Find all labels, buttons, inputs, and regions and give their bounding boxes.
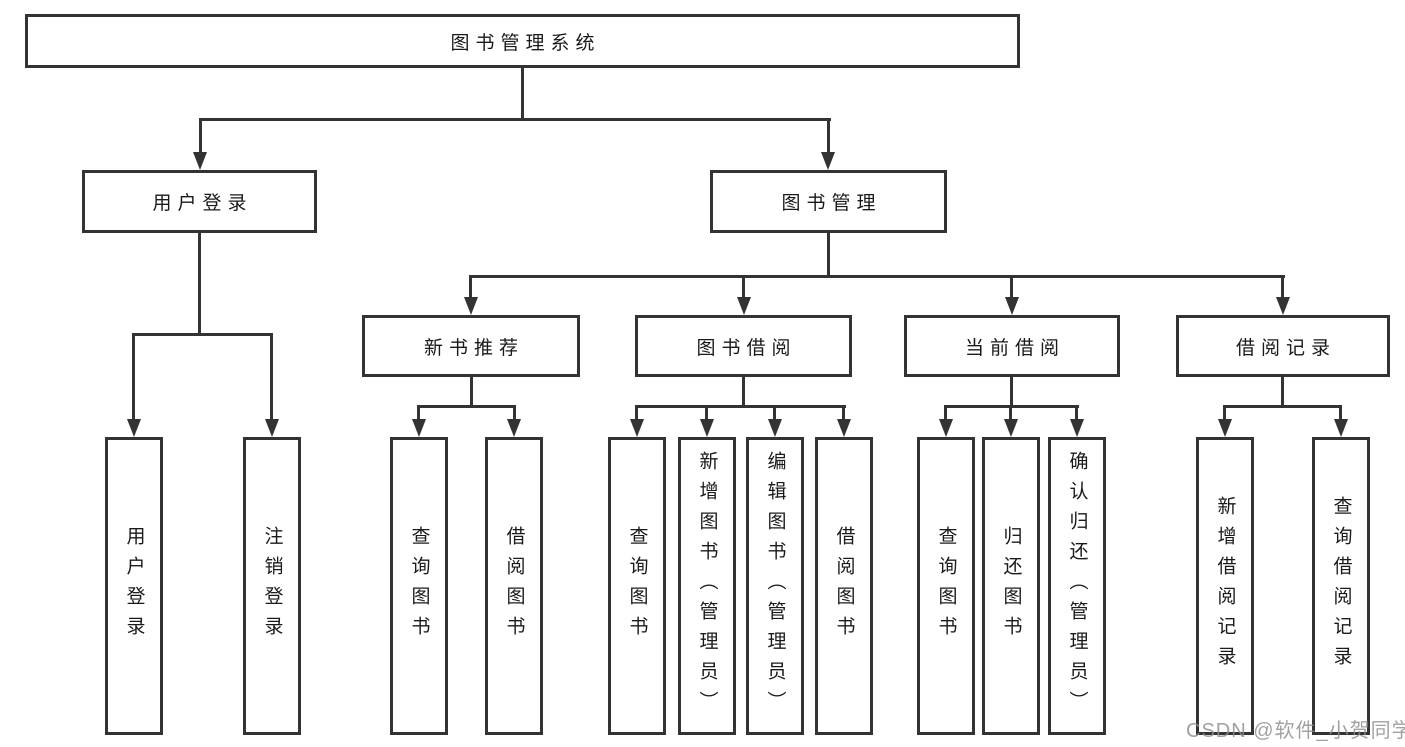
down-arrow-icon <box>507 419 521 437</box>
connector-line <box>470 275 1285 278</box>
leaf-logout: 注销登录 <box>243 437 301 735</box>
connector-line <box>1281 275 1284 301</box>
connector-line <box>1010 375 1013 407</box>
node-book-borrowing: 图书借阅 <box>635 315 852 377</box>
node-label: 新增图书（管理员） <box>696 451 718 721</box>
leaf-borrow-books-recommend: 借阅图书 <box>485 437 543 735</box>
down-arrow-icon <box>193 152 207 170</box>
node-user-login: 用户登录 <box>82 170 317 233</box>
down-arrow-icon <box>768 419 782 437</box>
leaf-user-login: 用户登录 <box>105 437 163 735</box>
connector-line <box>635 405 846 408</box>
node-label: 确认归还（管理员） <box>1066 451 1088 721</box>
connector-line <box>1281 375 1284 407</box>
connector-line <box>198 231 201 336</box>
node-label: 用户登录 <box>152 193 253 214</box>
leaf-query-books-current: 查询图书 <box>917 437 975 735</box>
connector-line <box>1339 405 1342 421</box>
node-label: 归还图书 <box>1000 526 1022 646</box>
connector-line <box>773 405 776 421</box>
connector-line <box>1010 275 1013 301</box>
connector-line <box>742 275 745 301</box>
down-arrow-icon <box>700 419 714 437</box>
leaf-query-books-recommend: 查询图书 <box>390 437 448 735</box>
down-arrow-icon <box>412 419 426 437</box>
connector-line <box>270 333 273 421</box>
connector-line <box>521 66 524 121</box>
connector-line <box>513 405 516 421</box>
connector-line <box>742 375 745 407</box>
leaf-query-books-borrowing: 查询图书 <box>608 437 666 735</box>
node-label: 图书管理 <box>781 193 882 214</box>
down-arrow-icon <box>1004 419 1018 437</box>
connector-line <box>827 231 830 278</box>
node-current-borrowing: 当前借阅 <box>904 315 1120 377</box>
down-arrow-icon <box>737 297 751 315</box>
node-label: 查询图书 <box>626 526 648 646</box>
node-new-book-recommendation: 新书推荐 <box>362 315 580 377</box>
down-arrow-icon <box>821 152 835 170</box>
down-arrow-icon <box>464 297 478 315</box>
down-arrow-icon <box>1005 297 1019 315</box>
node-label: 用户登录 <box>123 526 145 646</box>
node-label: 借阅记录 <box>1235 337 1336 359</box>
node-label: 编辑图书（管理员） <box>764 451 786 721</box>
leaf-return-books: 归还图书 <box>982 437 1040 735</box>
down-arrow-icon <box>939 419 953 437</box>
leaf-confirm-return-admin: 确认归还（管理员） <box>1048 437 1106 735</box>
connector-line <box>944 405 947 421</box>
connector-line <box>199 118 202 155</box>
leaf-add-books-admin: 新增图书（管理员） <box>678 437 736 735</box>
down-arrow-icon <box>1218 419 1232 437</box>
down-arrow-icon <box>837 419 851 437</box>
node-label: 新书推荐 <box>423 337 524 359</box>
node-library-management-system: 图书管理系统 <box>25 14 1020 68</box>
down-arrow-icon <box>127 419 141 437</box>
connector-line <box>1223 405 1226 421</box>
node-label: 注销登录 <box>261 526 283 646</box>
down-arrow-icon <box>1276 297 1290 315</box>
node-label: 借阅图书 <box>503 526 525 646</box>
node-label: 查询图书 <box>935 526 957 646</box>
connector-line <box>1075 405 1078 421</box>
connector-line <box>635 405 638 421</box>
csdn-watermark: CSDN @软件_小贺同学 <box>1186 720 1405 742</box>
node-label: 查询借阅记录 <box>1330 496 1352 676</box>
node-label: 新增借阅记录 <box>1214 496 1236 676</box>
down-arrow-icon <box>1070 419 1084 437</box>
connector-line <box>199 118 831 121</box>
connector-line <box>1009 405 1012 421</box>
node-label: 图书借阅 <box>696 337 797 359</box>
connector-line <box>827 118 830 155</box>
down-arrow-icon <box>630 419 644 437</box>
leaf-edit-books-admin: 编辑图书（管理员） <box>746 437 804 735</box>
connector-line <box>705 405 708 421</box>
down-arrow-icon <box>1334 419 1348 437</box>
node-label: 借阅图书 <box>833 526 855 646</box>
connector-line <box>842 405 845 421</box>
leaf-add-borrow-record: 新增借阅记录 <box>1196 437 1254 735</box>
leaf-borrow-books: 借阅图书 <box>815 437 873 735</box>
leaf-query-borrow-record: 查询借阅记录 <box>1312 437 1370 735</box>
connector-line <box>470 375 473 407</box>
down-arrow-icon <box>265 419 279 437</box>
connector-line <box>417 405 516 408</box>
node-label: 查询图书 <box>408 526 430 646</box>
connector-line <box>132 333 273 336</box>
node-label: 图书管理系统 <box>450 32 601 54</box>
node-label: 当前借阅 <box>964 337 1065 359</box>
connector-line <box>132 333 135 421</box>
connector-line <box>469 275 472 301</box>
node-book-management: 图书管理 <box>710 170 947 233</box>
connector-line <box>417 405 420 421</box>
node-borrowing-records: 借阅记录 <box>1176 315 1390 377</box>
connector-line <box>1223 405 1342 408</box>
